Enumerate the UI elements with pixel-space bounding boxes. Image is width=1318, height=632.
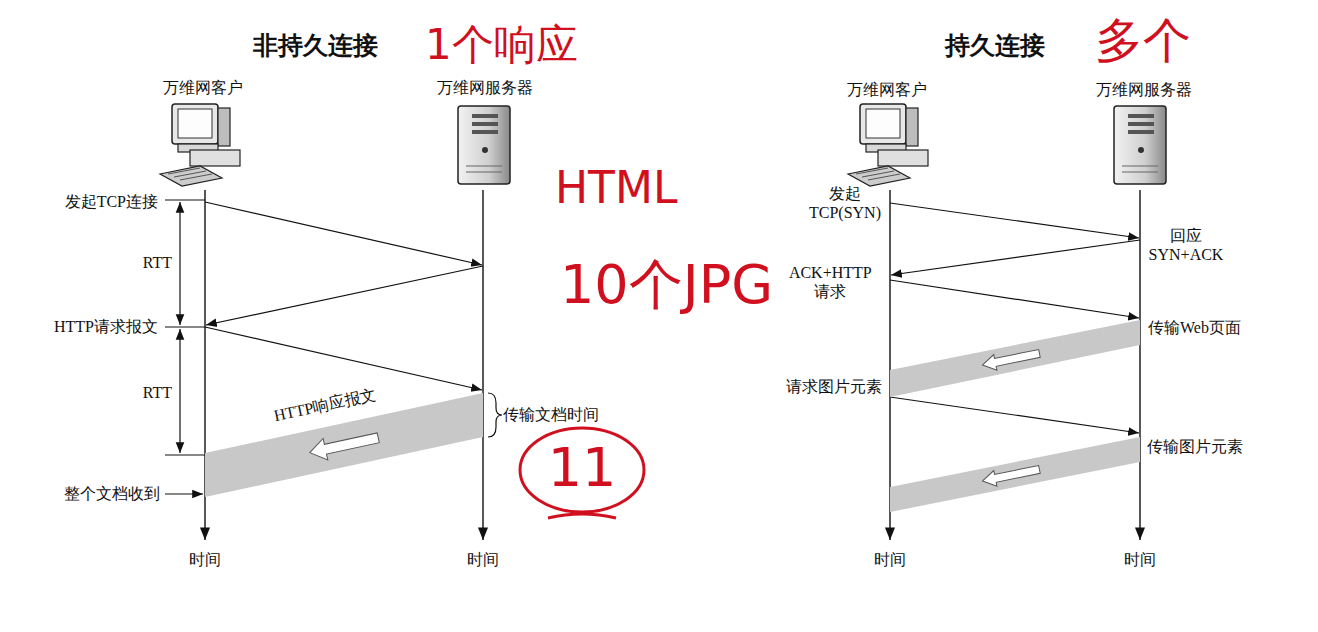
rtt-span [179,329,180,453]
axis-label: 时间 [467,550,499,569]
duration-label: 传输文档时间 [503,405,599,424]
pointer-arrow [165,493,203,494]
server-node: 万维网服务器 [1084,80,1204,190]
event-label: 发起TCP连接 [65,192,158,211]
client-icon [848,104,928,186]
annotation: 11 [548,441,617,495]
annotation: 1个响应 [425,24,578,66]
rtt-label: RTT [143,253,172,272]
axis-label: 时间 [1124,550,1156,569]
annotation: HTML [555,166,677,210]
message-arrow [205,327,482,390]
message-arrow [890,280,1139,318]
band-arrow [307,427,380,463]
event-label: 传输Web页面 [1148,318,1241,337]
rtt-label: RTT [143,383,172,402]
tick [165,199,205,200]
tick [165,454,205,455]
annotation-circle [520,428,644,512]
diagram-title: 持久连接 [945,30,1045,60]
event-label: 请求图片元素 [786,377,882,396]
message-arrow [206,266,483,325]
host-name: 万维网服务器 [437,78,533,97]
event-label: 回应 SYN+ACK [1149,226,1224,264]
message-arrow [205,202,482,265]
tick [165,326,205,327]
band-arrow [981,462,1041,489]
rtt-span [179,202,180,325]
time-line [1139,190,1140,540]
server-node: 万维网服务器 [425,78,545,190]
event-label: 传输图片元素 [1147,437,1243,456]
host-name: 万维网服务器 [1096,80,1192,99]
message-arrow [890,397,1139,433]
message-arrow [890,203,1139,238]
diagram-title: 非持久连接 [253,30,378,60]
client-node: 万维网客户 [148,78,258,190]
transfer-band [890,437,1140,512]
host-name: 万维网客户 [847,80,927,99]
client-node: 万维网客户 [832,80,942,190]
server-icon [1114,106,1166,184]
axis-label: 时间 [874,550,906,569]
client-icon [160,104,240,186]
brace [488,393,502,437]
event-label: 发起 TCP(SYN) [809,184,881,222]
annotation-stroke [548,514,616,518]
event-label: 整个文档收到 [64,484,160,503]
band-arrow [981,346,1041,373]
annotation: 10个JPG [560,258,773,312]
axis-label: 时间 [189,550,221,569]
time-line [482,190,483,540]
transfer-band [890,320,1140,397]
server-icon [458,106,510,184]
event-label: HTTP请求报文 [54,317,158,336]
event-label: ACK+HTTP 请求 [789,263,871,301]
host-name: 万维网客户 [163,78,243,97]
annotation: 多个 [1095,16,1191,64]
message-arrow [891,240,1140,275]
